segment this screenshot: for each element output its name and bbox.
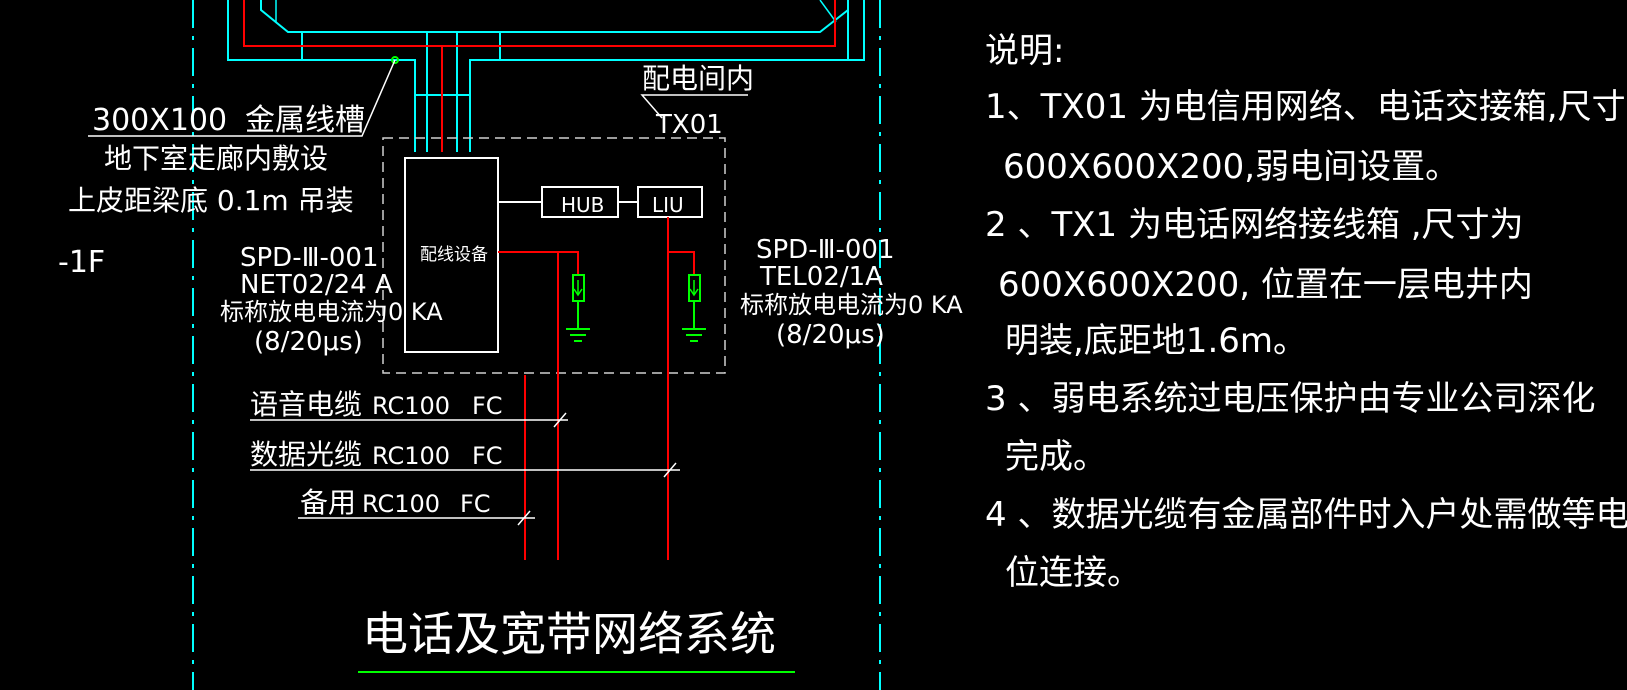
cable-1-conduit: RC100 — [372, 392, 450, 420]
liu-box — [637, 186, 703, 218]
spd-left-model: SPD-Ⅲ-001 — [240, 243, 379, 273]
spd-left-waveform: (8/20μs) — [254, 327, 363, 357]
spd-right-spec: TEL02/1A — [759, 262, 883, 292]
note-line-5: 明装,底距地1.6m。 — [1005, 321, 1307, 361]
note-line-6: 3 、弱电系统过电压保护由专业公司深化 — [985, 379, 1595, 419]
cable-2-laying: FC — [472, 442, 503, 470]
spd-right-model: SPD-Ⅲ-001 — [756, 235, 895, 265]
spd-left-symbol — [566, 274, 590, 342]
cable-3-conduit: RC100 — [362, 490, 440, 518]
note-line-1: 1、TX01 为电信用网络、电话交接箱,尺寸 — [985, 87, 1626, 127]
distribution-device-label: 配线设备 — [420, 245, 488, 265]
tray-size-label: 300X100 — [92, 103, 227, 138]
spd-right-symbol — [682, 274, 706, 342]
spd-left-discharge: 标称放电电流为0 KA — [220, 298, 443, 326]
spd-left-spec: NET02/24 A — [240, 270, 393, 300]
spd-wiring — [498, 217, 695, 560]
spd-right-waveform: (8/20μs) — [776, 320, 885, 350]
cable-1-laying: FC — [472, 392, 503, 420]
cable-3-name: 备用 — [300, 486, 356, 519]
floor-label: -1F — [58, 245, 105, 280]
room-leader — [640, 94, 748, 119]
notes-heading: 说明: — [985, 31, 1064, 71]
cable-2-name: 数据光缆 — [250, 438, 362, 471]
tray-wiring — [243, 0, 836, 152]
spd-right-discharge: 标称放电电流为0 KA — [740, 291, 963, 319]
distribution-device-box — [404, 157, 499, 353]
cable-leaders — [250, 412, 680, 526]
tray-leader — [88, 56, 399, 137]
room-label: 配电间内 — [642, 62, 754, 95]
tray-name-label: 金属线槽 — [245, 103, 365, 138]
liu-label: LIU — [652, 193, 684, 217]
cable-3-laying: FC — [460, 490, 491, 518]
tray-mount-label: 上皮距梁底 0.1m 吊装 — [68, 184, 354, 217]
note-line-9: 位连接。 — [1005, 553, 1141, 593]
note-line-8: 4 、数据光缆有金属部件时入户处需做等电 — [985, 495, 1627, 535]
note-line-3: 2 、TX1 为电话网络接线箱 ,尺寸为 — [985, 205, 1524, 245]
note-line-4: 600X600X200, 位置在一层电井内 — [998, 265, 1533, 305]
drawing-frame — [192, 0, 881, 690]
box-id-label: TX01 — [655, 110, 723, 140]
tray-route-label: 地下室走廊内敷设 — [104, 142, 328, 175]
diagram-title: 电话及宽带网络系统 — [362, 607, 776, 661]
cable-1-name: 语音电缆 — [250, 388, 362, 421]
cable-2-conduit: RC100 — [372, 442, 450, 470]
hub-label: HUB — [561, 193, 604, 217]
note-line-2: 600X600X200,弱电间设置。 — [1003, 147, 1459, 187]
note-line-7: 完成。 — [1005, 437, 1107, 477]
